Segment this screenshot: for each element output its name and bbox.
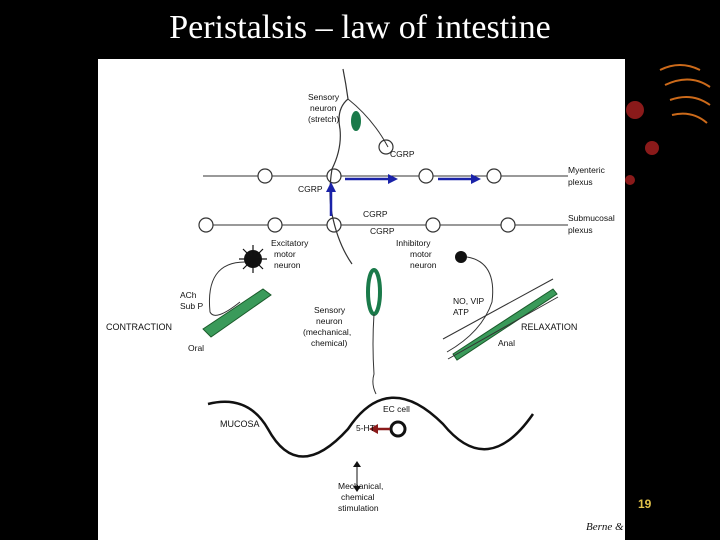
- contraction-muscle: [202, 288, 272, 338]
- label-submucosal-1: Submucosal: [568, 213, 615, 223]
- label-ec-cell: EC cell: [383, 404, 410, 414]
- label-submucosal-2: plexus: [568, 225, 593, 235]
- label-oral: Oral: [188, 343, 204, 353]
- label-atp: ATP: [453, 307, 469, 317]
- sensory-neuron-soma-top: [351, 111, 361, 131]
- label-ach: ACh: [180, 290, 197, 300]
- peristalsis-diagram: Sensory neuron (stretch) CGRP CGRP CGRP …: [106, 68, 615, 513]
- relaxation-muscle: [452, 288, 558, 361]
- label-excitatory-1: Excitatory: [271, 238, 309, 248]
- label-relaxation: RELAXATION: [521, 322, 577, 332]
- label-stimulation-3: stimulation: [338, 503, 379, 513]
- mucosa-wave: [207, 396, 535, 458]
- label-sensory-stretch-1: Sensory: [308, 92, 340, 102]
- label-subp: Sub P: [180, 301, 203, 311]
- label-stimulation-1: Mechanical,: [338, 481, 383, 491]
- label-inhibitory-2: motor: [410, 249, 432, 259]
- label-cgrp-top: CGRP: [390, 149, 415, 159]
- label-sensory-stretch-3: (stretch): [308, 114, 339, 124]
- label-inhibitory-3: neuron: [410, 260, 437, 270]
- citation: Berne &: [586, 521, 624, 533]
- page-number: 19: [638, 497, 652, 511]
- label-sensory-mech-3: (mechanical,: [303, 327, 351, 337]
- diagram-panel: Sensory neuron (stretch) CGRP CGRP CGRP …: [98, 59, 625, 540]
- label-cgrp-left: CGRP: [298, 184, 323, 194]
- ec-cell: [389, 420, 407, 438]
- inhibitory-neuron: [455, 251, 467, 263]
- label-myenteric-2: plexus: [568, 177, 593, 187]
- label-contraction: CONTRACTION: [106, 322, 172, 332]
- sensory-neuron-soma-bottom: [366, 268, 382, 316]
- label-no-vip: NO, VIP: [453, 296, 485, 306]
- slide-title: Peristalsis – law of intestine: [169, 9, 551, 46]
- label-sensory-stretch-2: neuron: [310, 103, 337, 113]
- label-sensory-mech-2: neuron: [316, 316, 343, 326]
- label-excitatory-2: motor: [274, 249, 296, 259]
- decorative-swirl: [625, 64, 711, 185]
- label-excitatory-3: neuron: [274, 260, 301, 270]
- label-stimulation-2: chemical: [341, 492, 375, 502]
- label-cgrp-mid2: CGRP: [370, 226, 395, 236]
- label-anal: Anal: [498, 338, 515, 348]
- label-5ht: 5-HT: [356, 423, 375, 433]
- label-mucosa: MUCOSA: [220, 419, 260, 429]
- label-inhibitory-1: Inhibitory: [396, 238, 431, 248]
- label-sensory-mech-1: Sensory: [314, 305, 346, 315]
- label-cgrp-mid1: CGRP: [363, 209, 388, 219]
- label-myenteric-1: Myenteric: [568, 165, 606, 175]
- label-sensory-mech-4: chemical): [311, 338, 348, 348]
